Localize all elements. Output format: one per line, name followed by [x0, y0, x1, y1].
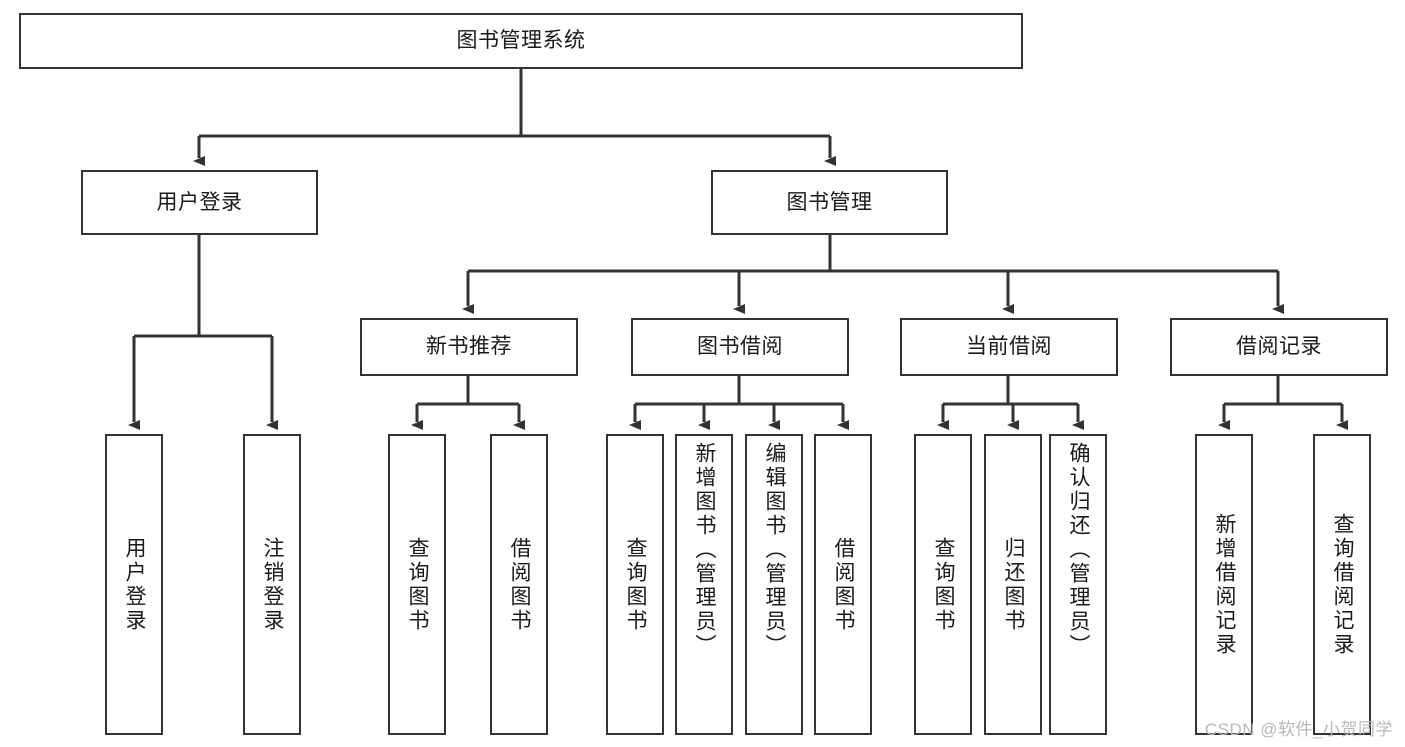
leaf-query-book-recommend-label: 查询图书	[406, 536, 430, 633]
leaf-edit-book[interactable]: 编辑图书（管理员）	[745, 434, 803, 735]
node-new-book-recommend-label: 新书推荐	[426, 335, 512, 359]
node-current-borrow[interactable]: 当前借阅	[900, 318, 1118, 376]
node-current-borrow-label: 当前借阅	[966, 335, 1052, 359]
node-book-management[interactable]: 图书管理	[711, 170, 948, 235]
node-borrow-record-label: 借阅记录	[1236, 335, 1322, 359]
leaf-logout-login[interactable]: 注销登录	[243, 434, 301, 735]
node-book-borrow[interactable]: 图书借阅	[631, 318, 849, 376]
leaf-query-book-recommend[interactable]: 查询图书	[388, 434, 446, 735]
leaf-query-book-current[interactable]: 查询图书	[914, 434, 972, 735]
leaf-add-borrow-record-label: 新增借阅记录	[1213, 512, 1237, 657]
leaf-borrow-book-label: 借阅图书	[832, 536, 856, 633]
leaf-query-borrow-record-label: 查询借阅记录	[1331, 512, 1355, 657]
node-user-login-label: 用户登录	[156, 190, 243, 214]
leaf-borrow-book-recommend-label: 借阅图书	[508, 536, 532, 633]
leaf-return-book[interactable]: 归还图书	[984, 434, 1042, 735]
node-root-label: 图书管理系统	[456, 29, 586, 53]
leaf-logout-login-label: 注销登录	[261, 536, 285, 633]
leaf-add-borrow-record[interactable]: 新增借阅记录	[1195, 434, 1253, 735]
leaf-borrow-book-recommend[interactable]: 借阅图书	[490, 434, 548, 735]
leaf-add-book[interactable]: 新增图书（管理员）	[675, 434, 733, 735]
leaf-confirm-return[interactable]: 确认归还（管理员）	[1049, 434, 1107, 735]
leaf-add-book-label: 新增图书（管理员）	[693, 442, 717, 658]
leaf-query-book-borrow[interactable]: 查询图书	[606, 434, 664, 735]
node-user-login[interactable]: 用户登录	[81, 170, 318, 235]
leaf-edit-book-label: 编辑图书（管理员）	[763, 442, 787, 658]
leaf-return-book-label: 归还图书	[1002, 536, 1026, 633]
watermark-text: CSDN @软件_小贺同学	[1204, 720, 1393, 739]
leaf-query-borrow-record[interactable]: 查询借阅记录	[1313, 434, 1371, 735]
node-root[interactable]: 图书管理系统	[19, 13, 1023, 69]
leaf-user-login[interactable]: 用户登录	[105, 434, 163, 735]
node-borrow-record[interactable]: 借阅记录	[1170, 318, 1388, 376]
leaf-query-book-current-label: 查询图书	[932, 536, 956, 633]
node-book-management-label: 图书管理	[786, 190, 873, 214]
leaf-borrow-book[interactable]: 借阅图书	[814, 434, 872, 735]
node-book-borrow-label: 图书借阅	[697, 335, 783, 359]
leaf-user-login-label: 用户登录	[123, 536, 147, 633]
node-new-book-recommend[interactable]: 新书推荐	[360, 318, 578, 376]
leaf-query-book-borrow-label: 查询图书	[624, 536, 648, 633]
leaf-confirm-return-label: 确认归还（管理员）	[1067, 442, 1091, 658]
